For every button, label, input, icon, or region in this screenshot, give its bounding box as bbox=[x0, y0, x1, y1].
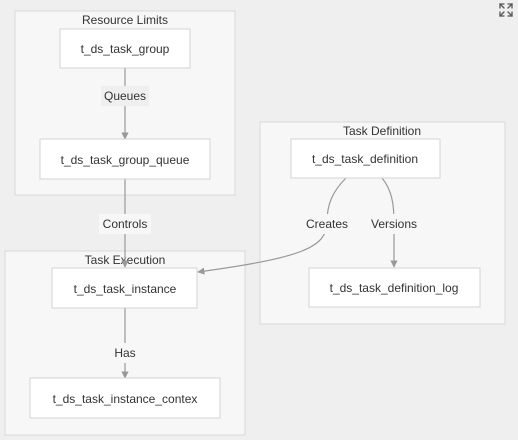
edge-label-has-text: Has bbox=[114, 346, 135, 360]
node-task-instance-context[interactable]: t_ds_task_instance_contex bbox=[29, 377, 221, 419]
edge-label-controls: Controls bbox=[99, 214, 151, 234]
node-task-definition-label: t_ds_task_definition bbox=[312, 152, 418, 166]
group-title-resource-limits: Resource Limits bbox=[82, 13, 168, 27]
node-task-definition-log-label: t_ds_task_definition_log bbox=[330, 281, 459, 295]
node-task-group-label: t_ds_task_group bbox=[81, 42, 170, 56]
node-task-instance-label: t_ds_task_instance bbox=[74, 282, 177, 296]
node-task-group-queue-label: t_ds_task_group_queue bbox=[61, 153, 190, 167]
edge-label-versions-text: Versions bbox=[371, 217, 417, 231]
edge-label-queues-text: Queues bbox=[104, 89, 146, 103]
node-task-definition-log[interactable]: t_ds_task_definition_log bbox=[308, 267, 481, 308]
expand-icon-glyph bbox=[499, 3, 513, 17]
node-task-group-queue[interactable]: t_ds_task_group_queue bbox=[39, 138, 211, 180]
edge-label-has: Has bbox=[112, 343, 138, 363]
node-task-definition[interactable]: t_ds_task_definition bbox=[290, 138, 441, 179]
node-task-instance[interactable]: t_ds_task_instance bbox=[51, 267, 198, 309]
edge-label-creates: Creates bbox=[304, 214, 350, 234]
edge-label-queues: Queues bbox=[101, 86, 149, 106]
node-task-group[interactable]: t_ds_task_group bbox=[59, 28, 191, 69]
group-title-task-definition: Task Definition bbox=[343, 124, 421, 138]
edge-label-controls-text: Controls bbox=[103, 217, 148, 231]
node-task-instance-context-label: t_ds_task_instance_contex bbox=[53, 392, 198, 406]
edge-label-creates-text: Creates bbox=[306, 217, 348, 231]
expand-icon[interactable] bbox=[497, 1, 515, 19]
edge-label-versions: Versions bbox=[370, 214, 418, 234]
